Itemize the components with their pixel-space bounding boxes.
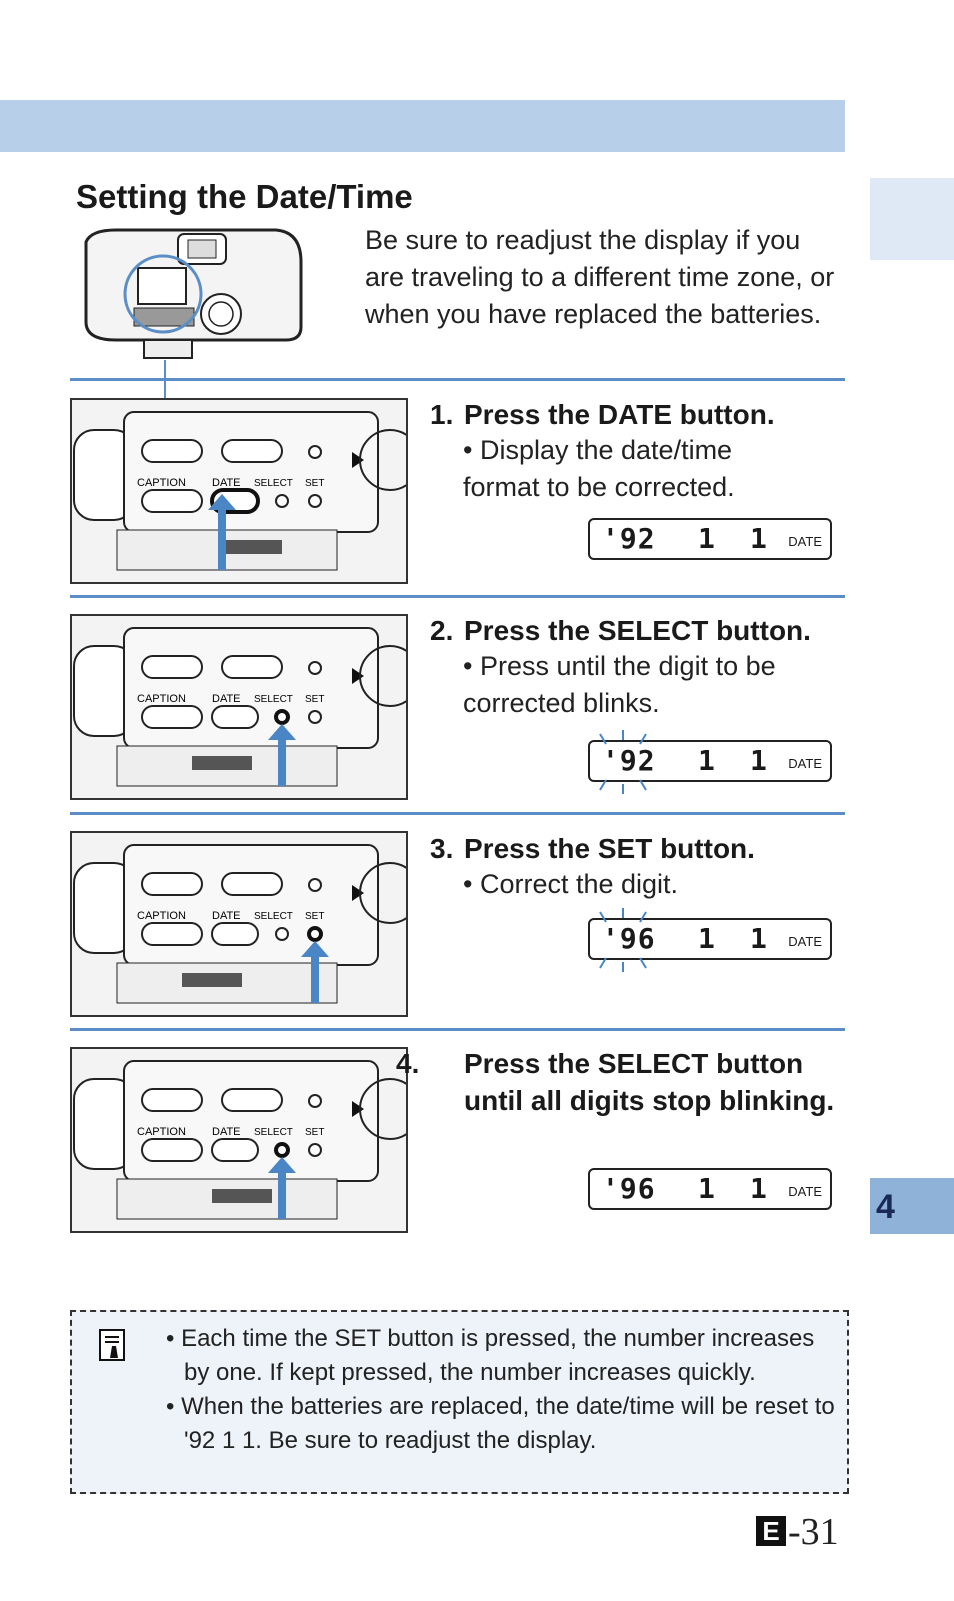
- chapter-number: 4: [876, 1188, 895, 1226]
- svg-text:DATE: DATE: [212, 910, 241, 922]
- blink-indicator-icon: [599, 730, 647, 794]
- svg-text:CAPTION: CAPTION: [137, 1126, 186, 1138]
- page-number-value: -31: [788, 1511, 839, 1553]
- svg-text:CAPTION: CAPTION: [137, 477, 186, 489]
- lcd-day: 1: [750, 522, 767, 555]
- lcd-year: '92: [602, 744, 656, 777]
- divider: [70, 378, 845, 381]
- svg-text:SET: SET: [305, 911, 324, 922]
- svg-text:CAPTION: CAPTION: [137, 693, 186, 705]
- step-4-heading: 4.Press the SELECT button until all digi…: [396, 1048, 835, 1116]
- svg-text:SELECT: SELECT: [254, 478, 293, 489]
- step-3-heading: 3.Press the SET button.: [430, 833, 755, 864]
- lcd-display-1: '92 1 1 DATE: [588, 518, 832, 560]
- svg-text:SET: SET: [305, 694, 324, 705]
- svg-text:DATE: DATE: [212, 1126, 241, 1138]
- lcd-display-4: '96 1 1 DATE: [588, 1168, 832, 1210]
- lcd-month: 1: [698, 744, 715, 777]
- step-1-illustration: CAPTION DATE SELECT SET: [70, 398, 408, 584]
- step-3-illustration: CAPTION DATE SELECT SET: [70, 831, 408, 1017]
- step-1-bullet: • Display the date/time format to be cor…: [463, 435, 735, 502]
- lcd-month: 1: [698, 922, 715, 955]
- svg-text:SELECT: SELECT: [254, 1127, 293, 1138]
- svg-text:SELECT: SELECT: [254, 694, 293, 705]
- svg-text:SET: SET: [305, 478, 324, 489]
- lcd-label: DATE: [788, 756, 822, 771]
- svg-text:CAPTION: CAPTION: [137, 910, 186, 922]
- svg-text:SELECT: SELECT: [254, 911, 293, 922]
- divider: [70, 812, 845, 815]
- lcd-day: 1: [750, 744, 767, 777]
- note-text: • Each time the SET button is pressed, t…: [166, 1322, 846, 1458]
- page-prefix: E: [756, 1516, 786, 1546]
- lcd-year: '96: [602, 1172, 656, 1205]
- page-number: E-31: [756, 1510, 839, 1554]
- note-item: • When the batteries are replaced, the d…: [166, 1393, 835, 1454]
- camera-overview-illustration: [84, 228, 303, 359]
- lcd-label: DATE: [788, 934, 822, 949]
- divider: [70, 595, 845, 598]
- lcd-month: 1: [698, 522, 715, 555]
- step-3-bullet: • Correct the digit.: [463, 869, 679, 899]
- lcd-year: '92: [602, 522, 656, 555]
- note-box: [70, 1310, 849, 1494]
- side-tab-blank: [870, 178, 954, 260]
- callout-line: [164, 360, 166, 402]
- lcd-month: 1: [698, 1172, 715, 1205]
- header-band: [0, 100, 845, 152]
- divider: [70, 1028, 845, 1031]
- lcd-display-3: '96 1 1 DATE: [588, 908, 832, 972]
- intro-text: Be sure to readjust the display if you a…: [365, 225, 835, 329]
- step-2-bullet: • Press until the digit to be corrected …: [463, 651, 776, 718]
- note-item: • Each time the SET button is pressed, t…: [166, 1325, 815, 1386]
- lcd-year: '96: [602, 922, 656, 955]
- svg-text:SET: SET: [305, 1127, 324, 1138]
- step-2-illustration: CAPTION DATE SELECT SET: [70, 614, 408, 800]
- lcd-label: DATE: [788, 1184, 822, 1199]
- lcd-day: 1: [750, 1172, 767, 1205]
- chapter-tab: 4: [870, 1178, 954, 1234]
- step-2-heading: 2.Press the SELECT button.: [430, 615, 811, 646]
- lcd-display-2: '92 1 1 DATE: [588, 730, 832, 794]
- section-title: Setting the Date/Time: [76, 178, 413, 215]
- memo-icon: [99, 1329, 125, 1361]
- step-1-heading: 1.Press the DATE button.: [430, 399, 775, 430]
- blink-indicator-icon: [599, 908, 647, 972]
- lcd-day: 1: [750, 922, 767, 955]
- svg-text:DATE: DATE: [212, 693, 241, 705]
- lcd-label: DATE: [788, 534, 822, 549]
- svg-text:DATE: DATE: [212, 477, 241, 489]
- step-4-illustration: CAPTION DATE SELECT SET: [70, 1047, 408, 1233]
